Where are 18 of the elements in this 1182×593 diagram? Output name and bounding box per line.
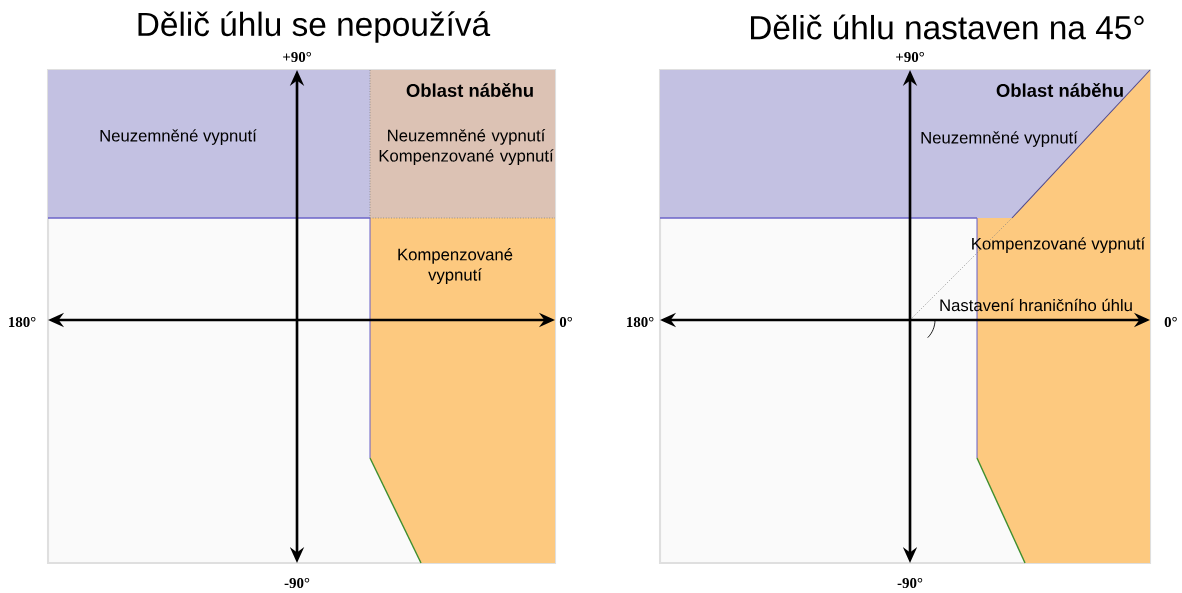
axis-label: 0°: [559, 317, 572, 328]
region-label: Kompenzované vypnutí: [398, 248, 513, 284]
region-label: Neuzemněné vypnutí: [921, 131, 1078, 147]
panel-title: Dělič úhlu se nepoužívá: [138, 11, 491, 43]
axis-label: -90°: [284, 578, 310, 589]
panel-title: Dělič úhlu nastaven na 45°: [751, 14, 1144, 40]
region-label: Kompenzované vypnutí: [972, 237, 1146, 253]
region-label: Neuzemněné vypnutí: [100, 129, 257, 145]
axis-label: +90°: [896, 52, 924, 63]
region-heading: Oblast náběhu: [406, 83, 533, 97]
region-label: Nastavení hraničního úhlu: [940, 298, 1132, 312]
axis-label: 180°: [627, 317, 654, 328]
axis-label: 0°: [1164, 317, 1177, 328]
region-heading: Oblast náběhu: [996, 83, 1123, 97]
region-label: Neuzemněné vypnutí Kompenzované vypnutí: [379, 129, 554, 165]
axis-label: 180°: [9, 317, 36, 328]
axis-label: -90°: [897, 578, 923, 589]
axis-label: +90°: [283, 52, 311, 63]
